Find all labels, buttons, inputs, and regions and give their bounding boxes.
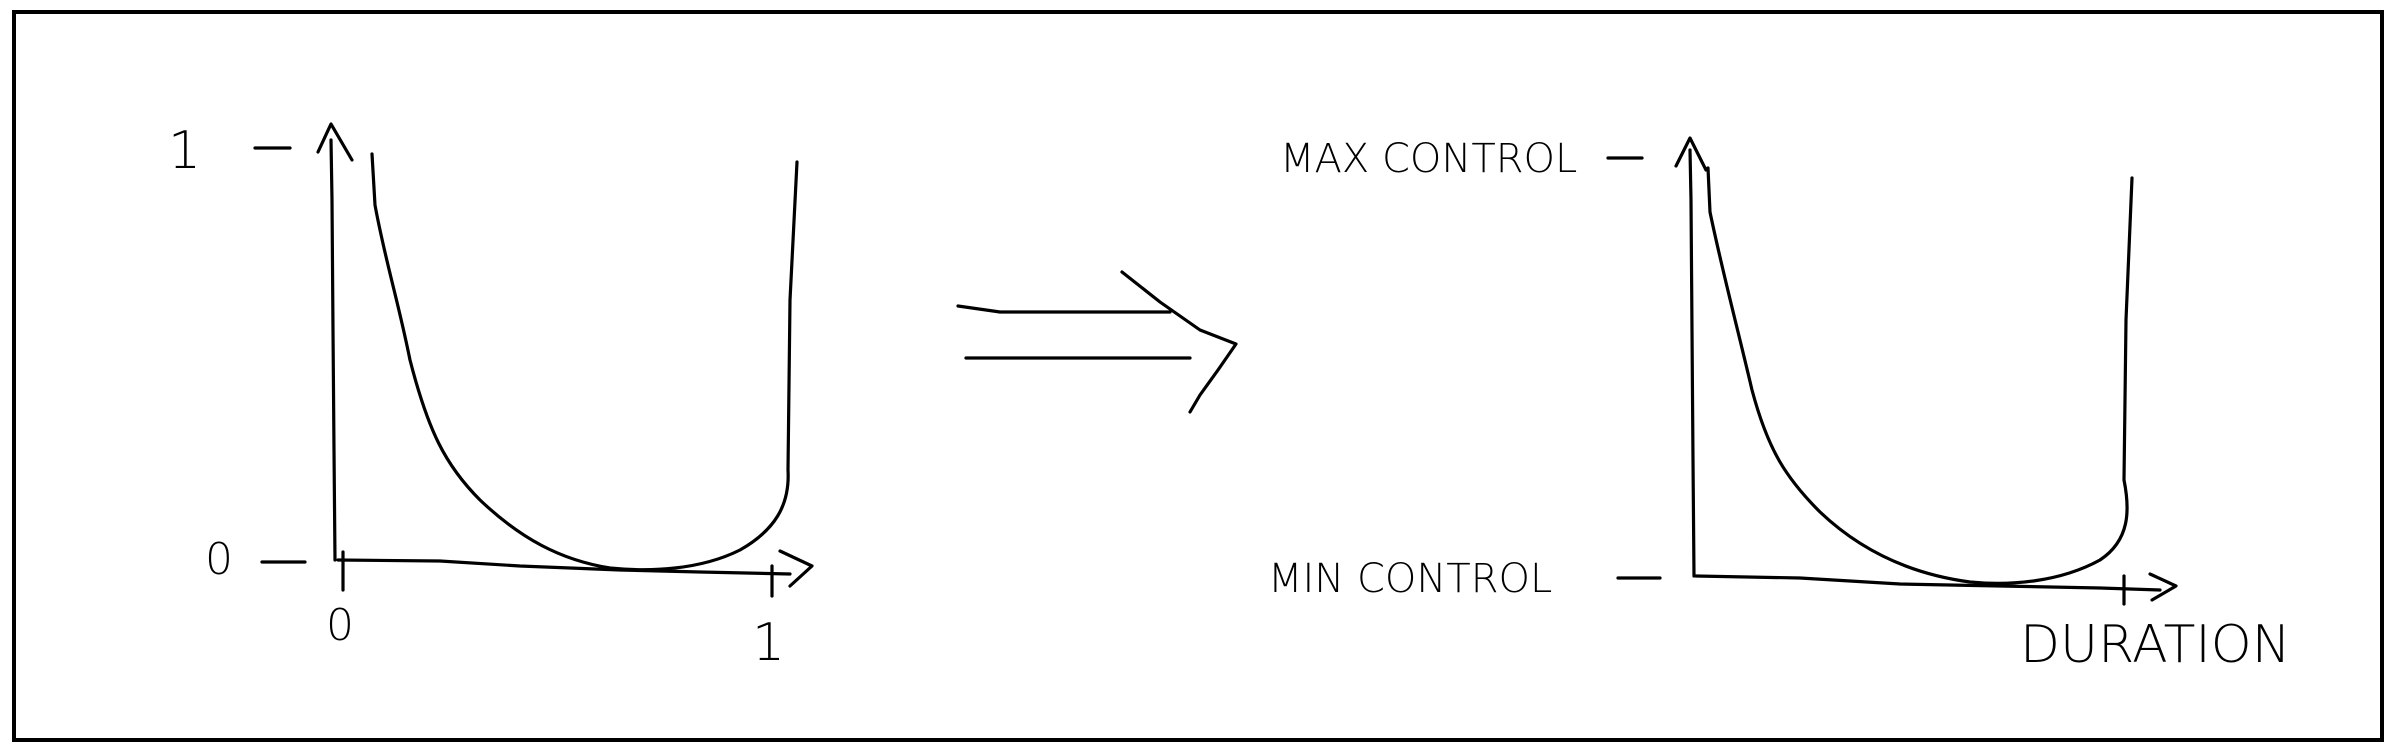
left-x-right-label: 1 (752, 613, 785, 673)
implies-head (1120, 270, 1238, 414)
left-u-curve (370, 152, 799, 572)
left-x-left-label: 0 (326, 600, 354, 651)
left-y-bottom-label: 0 (205, 534, 233, 585)
right-u-curve (1706, 166, 2134, 585)
right-y-top-label: MAX CONTROL (1280, 136, 1577, 182)
right-plot: MAX CONTROL MIN CONTROL DURATION (1268, 136, 2291, 675)
right-x-label: DURATION (2020, 615, 2291, 675)
left-x-axis (336, 558, 792, 576)
left-y-top-label: 1 (168, 121, 201, 181)
right-y-axis (1688, 148, 1696, 578)
left-y-axis (329, 138, 337, 562)
outer-frame (12, 10, 2384, 742)
left-x-arrowhead (778, 549, 814, 588)
right-x-arrowhead (2148, 572, 2178, 602)
implies-arrow: ⟹ (956, 270, 1238, 414)
implies-line-top (956, 304, 1172, 314)
left-plot: 1 0 0 1 (168, 121, 814, 673)
right-y-arrowhead (1674, 136, 1708, 172)
left-y-arrowhead (316, 122, 354, 162)
right-y-bottom-label: MIN CONTROL (1268, 556, 1552, 602)
right-x-axis (1694, 574, 2162, 592)
